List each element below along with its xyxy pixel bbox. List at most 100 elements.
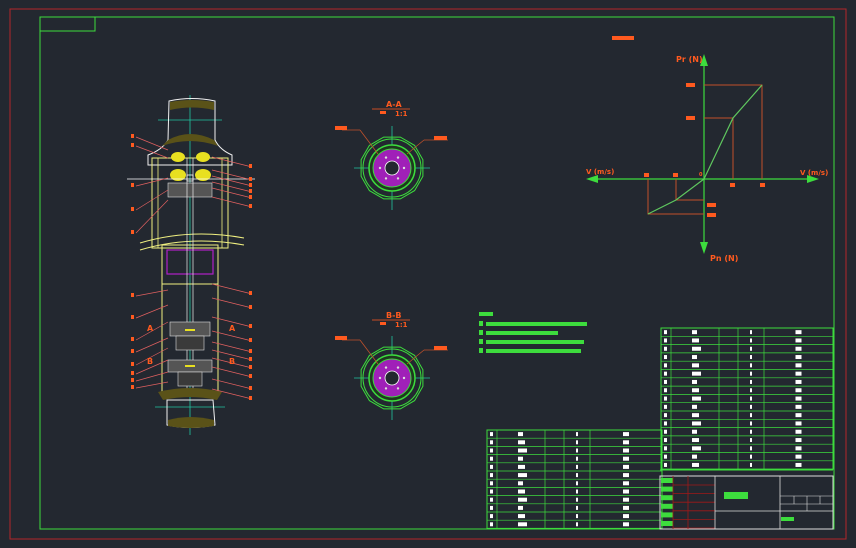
leader-line [135, 289, 169, 297]
revision-cell-blob [661, 478, 673, 483]
cell-blob [750, 338, 752, 343]
note-number-blob [479, 330, 483, 335]
part-number-blob [249, 349, 252, 353]
part-number-blob [249, 189, 252, 193]
leader-line [135, 371, 169, 382]
revision-cell-blob [661, 495, 673, 501]
orifice-hole [396, 156, 400, 159]
cell-blob [750, 379, 752, 384]
section-a-scale: 1:1 [395, 110, 408, 118]
cell-blob [490, 497, 493, 502]
parts-list-upper [660, 327, 834, 470]
cell-blob [664, 355, 667, 360]
note-text-blob [486, 331, 558, 335]
part-number-blob [249, 183, 252, 187]
cell-blob [692, 462, 699, 467]
leader-line [211, 366, 253, 378]
part-number-blob [131, 362, 134, 366]
part-number-blob [249, 386, 252, 390]
cell-blob [518, 522, 527, 527]
leader-label-blob [434, 136, 447, 140]
part-number-blob [131, 293, 134, 297]
cell-blob [664, 338, 667, 343]
shock-absorber-section-view: A A B B [127, 95, 255, 435]
cell-blob [750, 438, 752, 443]
section-b-title: B-B [386, 311, 402, 320]
note-text-blob [486, 322, 587, 326]
damping-characteristic-graph: Pr (N) Pn (N) V (m/s) V (m/s) 0 [586, 36, 828, 263]
cell-blob [795, 454, 802, 459]
leader-label-blob [335, 126, 347, 130]
cell-blob [795, 379, 802, 384]
part-number-blob [131, 337, 134, 341]
part-number-blob [131, 371, 134, 375]
leader-line [211, 156, 253, 168]
cell-blob [490, 505, 493, 510]
cell-blob [692, 330, 697, 335]
cell-blob [576, 432, 578, 437]
cell-blob [795, 438, 802, 443]
cell-blob [576, 497, 578, 502]
cell-blob [576, 489, 578, 494]
cell-blob [623, 464, 629, 469]
cell-blob [664, 371, 667, 376]
leader-line [135, 337, 169, 353]
section-view-a-a: A-A 1:1 [335, 100, 448, 210]
cell-blob [795, 396, 802, 401]
cell-blob [692, 454, 697, 459]
note-number-blob [479, 348, 483, 353]
leader-line [135, 359, 169, 375]
notes-heading-blob [479, 312, 493, 316]
leader-line [406, 349, 425, 365]
orifice-hole [384, 366, 388, 369]
cell-blob [795, 346, 802, 351]
revision-cell-blob [661, 521, 673, 526]
note-number-blob [479, 339, 483, 344]
cell-blob [518, 505, 523, 510]
corner-title-box [39, 16, 96, 32]
cell-blob [623, 489, 629, 494]
cell-blob [750, 388, 752, 393]
cell-blob [664, 438, 667, 443]
cell-blob [795, 330, 802, 335]
leader-label-blob [434, 346, 447, 350]
table-border [660, 327, 834, 470]
outer-hex-ring [360, 346, 424, 410]
part-number-blob [249, 396, 252, 400]
center-bore [384, 160, 400, 176]
cell-blob [664, 454, 667, 459]
cell-blob [518, 514, 525, 519]
cell-blob [623, 481, 629, 486]
cell-blob [664, 404, 667, 409]
part-number-blob [131, 315, 134, 319]
outer-ring [362, 138, 422, 198]
part-number-blob [249, 204, 252, 208]
cell-blob [518, 497, 527, 502]
cell-blob [795, 421, 802, 426]
cell-blob [664, 421, 667, 426]
cell-blob [623, 440, 629, 445]
cell-blob [692, 438, 699, 443]
section-marker-a-right: A [229, 324, 236, 333]
cell-blob [795, 462, 802, 467]
cell-blob [750, 421, 752, 426]
cell-blob [664, 429, 667, 434]
cell-blob [623, 497, 629, 502]
cell-blob [518, 481, 523, 486]
cell-blob [664, 346, 667, 351]
cell-blob [623, 514, 629, 519]
leader-line [211, 175, 253, 187]
cell-blob [664, 446, 667, 451]
leader-line [359, 339, 379, 365]
part-number-blob [249, 195, 252, 199]
parts-list-lower [486, 429, 663, 529]
part-number-blob [131, 207, 134, 211]
leader-line [135, 136, 169, 151]
leader-line [211, 297, 253, 309]
graph-title-blob [612, 36, 634, 40]
part-number-blob [131, 134, 134, 138]
leader-label-blob [335, 336, 347, 340]
cell-blob [750, 446, 752, 451]
x-right-label: V (m/s) [800, 169, 828, 177]
